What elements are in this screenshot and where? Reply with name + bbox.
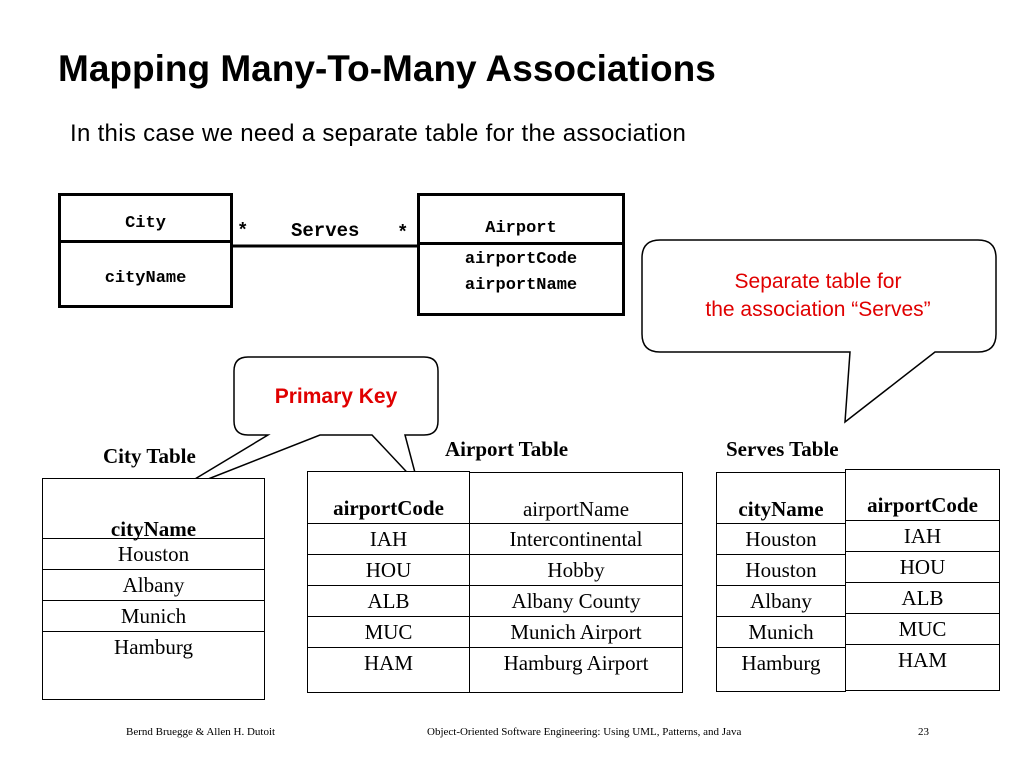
uml-class-name: Airport <box>485 219 557 238</box>
table-cell: Hamburg <box>114 635 193 659</box>
city-table: cityName Houston Albany Munich Hamburg <box>42 478 265 700</box>
table-cell: IAH <box>846 521 999 552</box>
table-cell: IAH <box>308 524 469 555</box>
table-cell: Albany County <box>470 586 682 617</box>
city-table-label: City Table <box>103 444 196 468</box>
association-name: Serves <box>291 220 360 242</box>
footer-book-title: Object-Oriented Software Engineering: Us… <box>427 726 742 738</box>
table-cell: Intercontinental <box>470 524 682 555</box>
table-cell: Albany <box>43 570 264 601</box>
table-cell: Hobby <box>470 555 682 586</box>
uml-attribute: airportName <box>464 276 578 295</box>
table-cell: HOU <box>308 555 469 586</box>
primary-key-callout-bubble <box>169 356 439 495</box>
uml-class-airport: Airport airportCode airportName <box>417 193 625 316</box>
table-cell: Munich <box>43 601 264 632</box>
table-header: airportCode <box>846 470 999 521</box>
serves-table-label: Serves Table <box>726 437 839 461</box>
multiplicity-right: * <box>397 222 409 244</box>
uml-class-name: City <box>125 214 166 233</box>
airport-table-code-column: airportCode IAH HOU ALB MUC HAM <box>307 471 470 693</box>
table-cell: Houston <box>717 524 845 555</box>
table-cell: ALB <box>308 586 469 617</box>
table-cell: Albany <box>717 586 845 617</box>
uml-attribute: airportCode <box>464 250 578 269</box>
table-cell: HAM <box>897 648 947 672</box>
uml-attribute: cityName <box>61 240 230 305</box>
table-cell: Munich <box>717 617 845 648</box>
table-header: cityName <box>717 473 845 524</box>
serves-table-airport-column: airportCode IAH HOU ALB MUC HAM <box>845 469 1000 691</box>
footer-authors: Bernd Bruegge & Allen H. Dutoit <box>126 726 276 738</box>
table-cell: MUC <box>308 617 469 648</box>
uml-attributes: airportCode airportName <box>420 242 622 299</box>
separate-table-callout-bubble <box>641 239 997 424</box>
primary-key-callout-text: Primary Key <box>274 385 398 408</box>
table-cell: Hamburg Airport <box>503 651 649 675</box>
table-header: airportCode <box>308 472 469 524</box>
table-header: airportName <box>470 473 682 524</box>
separate-table-callout-text: Separate table for the association “Serv… <box>640 268 996 324</box>
page-number: 23 <box>918 726 929 738</box>
slide-title: Mapping Many-To-Many Associations <box>58 48 716 89</box>
uml-class-city: City cityName <box>58 193 233 308</box>
airport-table-label: Airport Table <box>445 437 569 461</box>
table-header: cityName <box>43 479 264 541</box>
table-cell: MUC <box>846 614 999 645</box>
airport-table-name-column: airportName Intercontinental Hobby Alban… <box>469 472 683 693</box>
table-cell: HAM <box>363 651 413 675</box>
multiplicity-left: * <box>237 220 249 242</box>
slide-subtitle: In this case we need a separate table fo… <box>70 120 687 147</box>
table-cell: Houston <box>43 539 264 570</box>
callout-line: the association “Serves” <box>705 298 931 321</box>
table-cell: Hamburg <box>741 651 821 675</box>
table-cell: Houston <box>717 555 845 586</box>
table-cell: HOU <box>846 552 999 583</box>
callout-line: Separate table for <box>734 270 902 293</box>
serves-table-city-column: cityName Houston Houston Albany Munich H… <box>716 472 846 692</box>
table-cell: Munich Airport <box>470 617 682 648</box>
table-cell: ALB <box>846 583 999 614</box>
